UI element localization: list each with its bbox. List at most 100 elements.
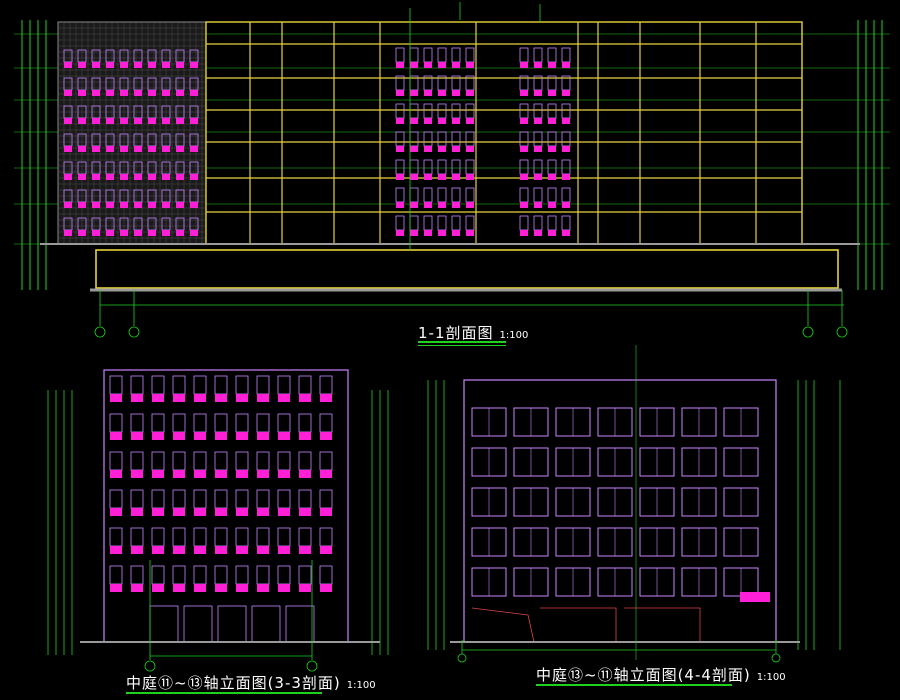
facade-glass (92, 118, 100, 124)
section-glass (438, 118, 446, 124)
section-glass (548, 202, 556, 208)
elevation-window (298, 451, 312, 471)
elevation-window (130, 413, 144, 433)
section-window (451, 187, 461, 203)
elevation-window (235, 413, 249, 433)
facade-glass (176, 62, 184, 68)
facade-glass (78, 62, 86, 68)
facade-glass (176, 90, 184, 96)
section-glass (438, 202, 446, 208)
facade-glass (92, 202, 100, 208)
elevation-window (256, 375, 270, 395)
section-window (533, 131, 543, 147)
right-elevation-dimensions (427, 380, 841, 650)
elevation-4-4-outline (463, 379, 777, 643)
elevation-glass (257, 584, 269, 592)
section-window (409, 187, 419, 203)
elevation-glass (215, 508, 227, 516)
facade-glass (120, 146, 128, 152)
elevation-3-3-title-text: 中庭⑪~⑬轴立面图(3-3剖面) (126, 674, 341, 692)
facade-glass (190, 90, 198, 96)
elevation-window (235, 565, 249, 585)
section-glass (548, 118, 556, 124)
section-glass (534, 146, 542, 152)
elevation-glass (131, 584, 143, 592)
left-dimension-column (21, 20, 47, 290)
elevation-glass (152, 546, 164, 554)
elevation-glass (299, 432, 311, 440)
elevation-glass (152, 508, 164, 516)
section-glass (562, 90, 570, 96)
section-window (533, 187, 543, 203)
section-window (409, 103, 419, 119)
section-window (423, 131, 433, 147)
elevation-glass (131, 508, 143, 516)
section-window (423, 187, 433, 203)
elevation-glass (299, 508, 311, 516)
elevation-glass (320, 470, 332, 478)
elevation-window (214, 451, 228, 471)
elevation-window (298, 489, 312, 509)
ground-floor-door (183, 605, 213, 643)
section-window (547, 47, 557, 63)
elevation-glass (110, 394, 122, 402)
elevation-window (130, 489, 144, 509)
section-window (561, 131, 571, 147)
elevation-glass (110, 432, 122, 440)
facade-glass (148, 230, 156, 236)
elevation-glass (320, 432, 332, 440)
elevation-window (151, 527, 165, 547)
elevation-window (130, 565, 144, 585)
elevation-3-3-title: 中庭⑪~⑬轴立面图(3-3剖面)1:100 (126, 672, 376, 693)
facade-glass (190, 118, 198, 124)
facade-glass (134, 202, 142, 208)
section-glass (452, 90, 460, 96)
elevation-window (193, 565, 207, 585)
elevation-glass (299, 394, 311, 402)
section-window (547, 131, 557, 147)
section-glass (438, 62, 446, 68)
elevation-glass (173, 508, 185, 516)
elevation-window (298, 527, 312, 547)
elevation-glass (236, 394, 248, 402)
section-window (533, 103, 543, 119)
elevation-glass (173, 432, 185, 440)
section-glass (410, 146, 418, 152)
elevation-4-4-title-text: 中庭⑬~⑪轴立面图(4-4剖面) (536, 666, 751, 684)
elevation-glass (320, 546, 332, 554)
section-glass (548, 146, 556, 152)
axis-bubbles-top (94, 290, 848, 338)
elevation-glass (173, 546, 185, 554)
section-glass (520, 118, 528, 124)
section-glass (466, 202, 474, 208)
section-glass (466, 90, 474, 96)
section-glass (520, 62, 528, 68)
section-glass (452, 62, 460, 68)
section-window (423, 47, 433, 63)
section-window (437, 159, 447, 175)
elevation-window (319, 565, 333, 585)
elevation-window (130, 527, 144, 547)
section-glass (424, 174, 432, 180)
facade-glass (176, 202, 184, 208)
section-glass (424, 62, 432, 68)
elevation-window (277, 375, 291, 395)
elevation-window (151, 451, 165, 471)
section-window (451, 103, 461, 119)
elevation-glass (299, 584, 311, 592)
section-glass (520, 90, 528, 96)
facade-glass (190, 62, 198, 68)
elevation-glass (299, 546, 311, 554)
facade-glass (190, 202, 198, 208)
facade-glass (162, 174, 170, 180)
facade-glass (120, 230, 128, 236)
section-glass (466, 230, 474, 236)
facade-glass (162, 146, 170, 152)
section-windows (395, 47, 571, 236)
section-window (395, 131, 405, 147)
facade-glass (148, 62, 156, 68)
facade-glass (64, 90, 72, 96)
axis-bubbles-right (457, 640, 781, 663)
elevation-window (172, 375, 186, 395)
